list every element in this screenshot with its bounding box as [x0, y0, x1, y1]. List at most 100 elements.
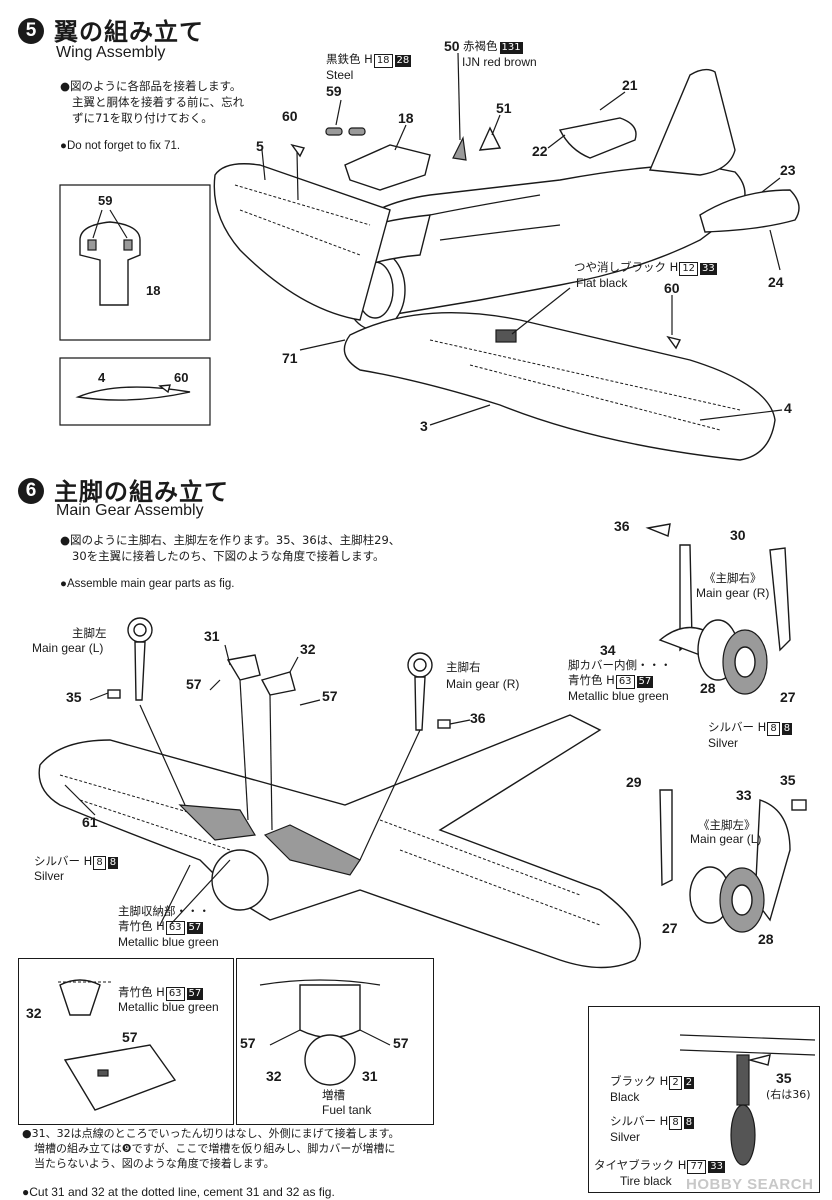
- inset3-black-jp: ブラック H: [610, 1074, 669, 1088]
- step6-note-jp-line1: ●図のように主脚右、主脚左を作ります。35、36は、主脚柱29、: [60, 533, 401, 547]
- bay-jp: 主脚収納部・・・: [118, 904, 210, 918]
- inset3-part-35-note: (右は36): [766, 1088, 811, 1101]
- step5-small-parts: [290, 126, 682, 350]
- step5-title-en: Wing Assembly: [56, 44, 166, 61]
- rg-cover-paint-jp: 青竹色 H: [568, 673, 615, 687]
- lg-title-en: Main gear (L): [690, 832, 762, 846]
- step6-wing-drawing: [38, 714, 641, 969]
- rg-cover-en: Metallic blue green: [568, 689, 669, 703]
- step6-leader-lines: [64, 644, 471, 926]
- inset2-part-57-left: 57: [240, 1035, 256, 1051]
- rg-part-27: 27: [780, 689, 796, 705]
- rg-cover-n: 57: [636, 676, 654, 688]
- detail1-part-18: 18: [146, 283, 161, 298]
- lg-part-35: 35: [780, 772, 796, 788]
- silver1-en: Silver: [34, 869, 65, 883]
- step5-leader-lines: [261, 52, 783, 426]
- step5-number-badge: 5: [18, 18, 44, 44]
- paint-red-n: 131: [499, 42, 523, 54]
- step5-note-jp-line2: 主翼と胴体を接着する前に、忘れ: [72, 95, 245, 109]
- part-50: 50: [444, 38, 460, 54]
- lg-part-29: 29: [626, 774, 642, 790]
- step6-inset1-drawing: [58, 979, 177, 1111]
- part-51: 51: [496, 100, 512, 116]
- rg-silver-jp: シルバー H: [708, 720, 767, 734]
- step5-notes-jp: ●図のように各部品を接着します。 主翼と胴体を接着する前に、忘れ ずに71を取り…: [60, 78, 244, 126]
- step5-note-jp-line3: ずに71を取り付けておく。: [72, 111, 213, 125]
- paint-steel-n: 28: [394, 55, 412, 67]
- lg-part-27: 27: [662, 920, 678, 936]
- inset3-black-n: 2: [683, 1077, 695, 1089]
- rg-title-en: Main gear (R): [696, 586, 770, 600]
- lg-part-28: 28: [758, 931, 774, 947]
- rg-cover-h: 63: [615, 675, 635, 689]
- step6-note-en: ●Assemble main gear parts as fig.: [60, 578, 235, 590]
- rg-silver-en: Silver: [708, 736, 739, 750]
- part-21: 21: [622, 77, 638, 93]
- step5-right-wing-drawing: [343, 312, 776, 461]
- step5-title-jp: 翼の組み立て: [54, 18, 204, 46]
- inset1-part-57: 57: [122, 1029, 138, 1045]
- part-23: 23: [780, 162, 796, 178]
- inset2-tank-jp: 増槽: [322, 1088, 345, 1102]
- part-57-left: 57: [186, 676, 202, 692]
- part-24: 24: [768, 274, 784, 290]
- step6-inset2-drawing: [259, 979, 391, 1086]
- rg-cover-jp: 脚カバー内側・・・: [568, 658, 672, 672]
- detail1-part-59: 59: [98, 193, 113, 208]
- part-22: 22: [532, 143, 548, 159]
- rg-title-jp: 《主脚右》: [704, 571, 762, 585]
- step6-note-jp-line2: 30を主翼に接着したのち、下図のような角度で接着します。: [72, 549, 385, 563]
- part-35: 35: [66, 689, 82, 705]
- gear-left-jp: 主脚左: [72, 626, 107, 640]
- inset3-tire-h: 77: [687, 1160, 707, 1174]
- step6-notes-jp: ●図のように主脚右、主脚左を作ります。35、36は、主脚柱29、 30を主翼に接…: [60, 532, 400, 564]
- paint-red-en: IJN red brown: [462, 55, 537, 69]
- hobby-search-watermark: HOBBY SEARCH: [686, 1176, 814, 1193]
- rg-part-28: 28: [700, 680, 716, 696]
- rg-silver-h: 8: [767, 722, 780, 736]
- step6-gear-parts: [107, 617, 451, 731]
- part-32: 32: [300, 641, 316, 657]
- part-4: 4: [784, 400, 792, 416]
- step6-inset3-drawing: [679, 1034, 816, 1166]
- rg-part-36: 36: [614, 518, 630, 534]
- inset3-tire-en: Tire black: [620, 1174, 672, 1188]
- paint-flat-jp: つや消しブラック H: [574, 260, 679, 274]
- inset3-silver-n: 8: [683, 1117, 695, 1129]
- part-60: 60: [282, 108, 298, 124]
- inset2-part-57-right: 57: [393, 1035, 409, 1051]
- step5-detail-59-18: [59, 184, 211, 341]
- paint-flat-n: 33: [700, 263, 717, 275]
- paint-flat-en: Flat black: [576, 276, 628, 290]
- inset1-part-32: 32: [26, 1005, 42, 1021]
- paint-steel-en: Steel: [326, 68, 354, 82]
- paint-red-jp: 赤褐色: [463, 39, 498, 53]
- gear-left-en: Main gear (L): [32, 641, 104, 655]
- paint-steel-jp: 黒鉄色 H: [326, 52, 373, 66]
- inset1-paint-en: Metallic blue green: [118, 1000, 219, 1014]
- inset2-tank-en: Fuel tank: [322, 1103, 372, 1117]
- part-61: 61: [82, 814, 98, 830]
- step5-detail-4-60: [59, 357, 211, 426]
- paint-flat-h: 12: [679, 262, 699, 276]
- part-57-right: 57: [322, 688, 338, 704]
- rg-part-30: 30: [730, 527, 746, 543]
- step6-number-badge: 6: [18, 478, 44, 504]
- detail2-part-60: 60: [174, 370, 189, 385]
- inset3-part-35: 35: [776, 1070, 792, 1086]
- inset3-tire-jp: タイヤブラック H: [594, 1158, 687, 1172]
- silver1-jp: シルバー H: [34, 854, 93, 868]
- part-60-right: 60: [664, 280, 680, 296]
- inset3-black-h: 2: [669, 1076, 682, 1090]
- step6-bottom-notes-jp: ●31、32は点線のところでいったん切りはなし、外側にまげて接着します。 増槽の…: [22, 1126, 400, 1171]
